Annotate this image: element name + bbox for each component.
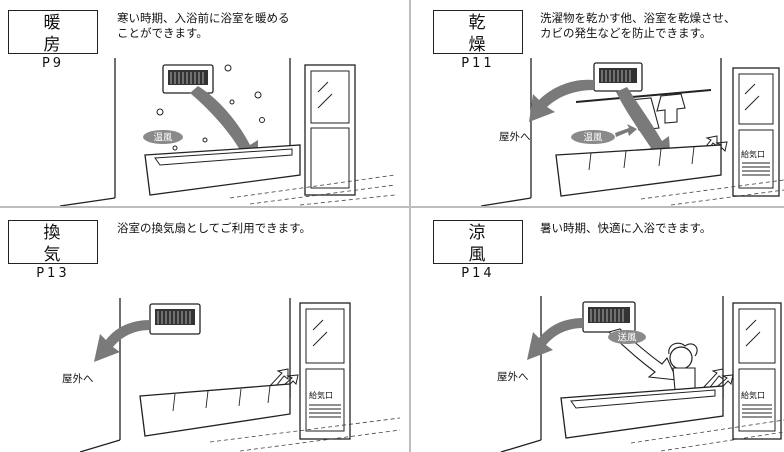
panel-cool-breeze: 屋外へ 送風 給気口 涼 風 P14 暑い時期、快適に入浴できます。 [411, 208, 784, 452]
mode-name-heating: 暖 房 [43, 13, 75, 55]
cool-breeze-wind-label: 送風 [617, 332, 637, 344]
mode-box-heating: 暖 房 P9 [8, 10, 98, 71]
horizontal-divider [0, 206, 784, 208]
panel-heating: 温風 暖 房 P9 寒い時期、入浴前に浴室を暖める ことができます。 [0, 0, 409, 206]
mode-box-cool-breeze: 涼 風 P14 [433, 220, 523, 281]
ventilation-outside-label: 屋外へ [62, 373, 94, 385]
mode-page-ventilation: P13 [36, 266, 70, 281]
desc-cool-breeze: 暑い時期、快適に入浴できます。 [540, 221, 712, 235]
mode-name-drying: 乾 燥 [468, 13, 500, 55]
drying-illustration: 屋外へ 温風 給気口 [480, 58, 784, 206]
drying-vent-label: 給気口 [741, 149, 765, 159]
mode-page-heating: P9 [41, 56, 65, 71]
cool-breeze-vent-label: 給気口 [741, 390, 765, 400]
mode-box-ventilation: 換 気 P13 [8, 220, 98, 281]
desc-ventilation: 浴室の換気扇としてご利用できます。 [117, 221, 312, 235]
desc-drying: 洗濯物を乾かす他、浴室を乾燥させ、 カビの発生などを防止できます。 [540, 11, 736, 40]
mode-box-drying: 乾 燥 P11 [433, 10, 523, 71]
panel-ventilation: 屋外へ 給気口 換 気 P13 浴室の換気扇としてご利用できます。 [0, 208, 409, 452]
drying-outside-label: 屋外へ [499, 131, 531, 143]
desc-heating: 寒い時期、入浴前に浴室を暖める ことができます。 [117, 11, 290, 40]
ventilation-illustration: 屋外へ 給気口 [62, 298, 401, 452]
ventilation-vent-label: 給気口 [309, 390, 333, 400]
heating-illustration: 温風 [59, 58, 396, 206]
mode-page-cool-breeze: P14 [461, 266, 495, 281]
panel-drying: 屋外へ 温風 給気口 乾 燥 P11 洗濯物を乾かす他、浴室を乾燥させ、 カビの… [411, 0, 784, 206]
cool-breeze-outside-label: 屋外へ [497, 371, 529, 383]
cool-breeze-illustration: 屋外へ 送風 給気口 [497, 296, 784, 452]
drying-wind-label: 温風 [583, 133, 603, 144]
heating-wind-label: 温風 [153, 133, 173, 144]
vertical-divider [409, 0, 411, 452]
mode-name-ventilation: 換 気 [43, 223, 75, 265]
mode-page-drying: P11 [461, 56, 495, 71]
mode-name-cool-breeze: 涼 風 [468, 223, 500, 265]
